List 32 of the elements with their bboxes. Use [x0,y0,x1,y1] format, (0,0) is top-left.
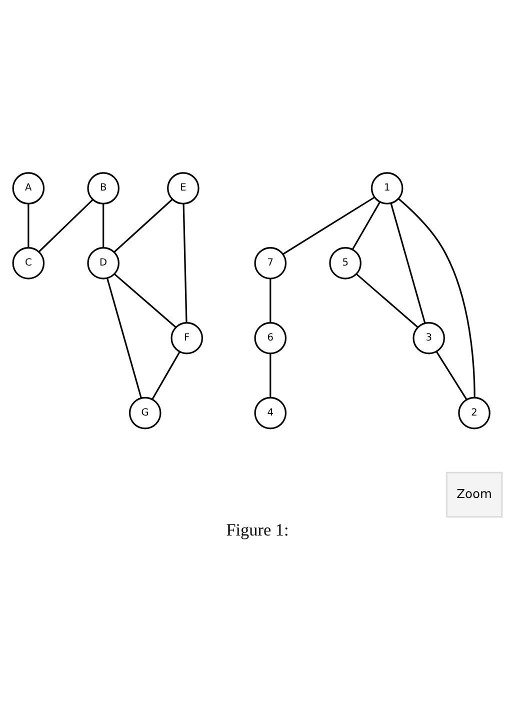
connector [38,199,94,252]
caption: Figure 1: [226,520,289,540]
connector [270,278,272,323]
node-circle: 5 [329,247,362,280]
node-circle: C [12,247,45,280]
connector [398,198,476,398]
connector [114,198,173,252]
node-circle: 7 [254,247,287,280]
connector [102,204,104,248]
node-circle: 1 [370,172,404,204]
connector [356,274,418,328]
connector [270,354,272,398]
connector [152,352,180,400]
connector [182,204,188,323]
node-circle: 4 [254,396,287,430]
connector [390,203,426,324]
node-circle: B [87,172,120,204]
node-circle: 6 [254,322,287,354]
node-circle: D [87,247,120,280]
node-circle: 3 [412,322,445,354]
connector [436,351,468,400]
node-circle: F [170,322,204,354]
node-circle: A [12,172,45,204]
node-circle: 2 [458,396,490,430]
connector [28,204,30,248]
connector [114,274,176,328]
label: Zoom [456,486,492,501]
node-circle: G [128,396,162,430]
node-circle: E [167,172,200,204]
connector [282,196,376,255]
connector [106,278,142,398]
connector [352,202,380,250]
